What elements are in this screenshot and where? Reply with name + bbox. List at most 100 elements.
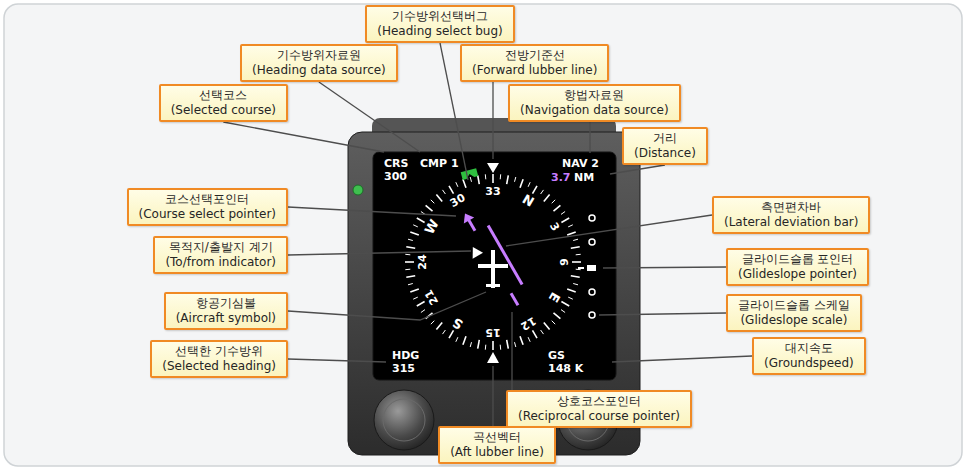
compass-tick bbox=[417, 302, 425, 307]
callout-box: 거리(Distance) bbox=[622, 127, 708, 165]
callout-box: 기수방위자료원(Heading data source) bbox=[240, 44, 398, 82]
compass-tick bbox=[413, 225, 418, 227]
callout-title: 글라이드슬롭 포인터 bbox=[738, 252, 857, 267]
display-readout: NM bbox=[574, 171, 594, 184]
compass-tick bbox=[576, 254, 581, 256]
compass-ticks bbox=[405, 174, 581, 350]
compass-tick bbox=[500, 174, 502, 179]
compass-tick bbox=[431, 200, 435, 204]
leader-line bbox=[603, 267, 726, 268]
compass-tick bbox=[568, 297, 573, 299]
compass-tick bbox=[507, 175, 509, 184]
compass-tick bbox=[541, 330, 544, 334]
display-readout: 148 K bbox=[548, 362, 583, 375]
compass-tick bbox=[520, 336, 523, 345]
compass-tick bbox=[406, 276, 415, 278]
left-knob-ring bbox=[383, 399, 425, 441]
callout-subtitle: (Lateral deviation bar) bbox=[724, 215, 858, 230]
compass-tick bbox=[408, 284, 413, 285]
leader-line bbox=[319, 82, 420, 152]
glideslope-pointer bbox=[578, 265, 596, 271]
compass-tick bbox=[554, 205, 561, 211]
compass-tick bbox=[406, 247, 415, 249]
callout-title: 기수방위자료원 bbox=[252, 48, 386, 63]
compass-tick bbox=[405, 261, 414, 263]
callout-subtitle: (Navigation data source) bbox=[520, 103, 669, 118]
aircraft-symbol bbox=[478, 250, 508, 288]
compass-tick bbox=[561, 218, 569, 223]
leader-line bbox=[288, 207, 456, 216]
callout-subtitle: (Glideslope pointer) bbox=[738, 267, 857, 282]
callout-box: 선택한 기수방위(Selected heading) bbox=[150, 340, 288, 378]
callout-subtitle: (Reciprocal course pointer) bbox=[518, 409, 680, 424]
compass-tick bbox=[470, 342, 471, 347]
callout-subtitle: (Distance) bbox=[634, 146, 696, 161]
compass-tick bbox=[413, 297, 418, 299]
compass-tick bbox=[573, 284, 578, 285]
compass-tick bbox=[515, 342, 516, 347]
display-readout: 3.7 bbox=[551, 171, 571, 184]
compass-tick bbox=[533, 186, 538, 194]
leader-line bbox=[288, 251, 471, 255]
background-panel bbox=[4, 4, 962, 466]
callout-subtitle: (Groundspeed) bbox=[764, 356, 854, 371]
leader-line bbox=[610, 165, 665, 174]
compass-tick bbox=[456, 182, 458, 187]
display-readout: HDG bbox=[392, 349, 419, 362]
leader-line bbox=[589, 122, 590, 153]
callout-box: 선택코스(Selected course) bbox=[159, 84, 288, 122]
leader-line bbox=[599, 313, 726, 315]
compass-tick bbox=[463, 179, 466, 188]
compass-tick bbox=[456, 337, 458, 342]
compass-tick bbox=[561, 212, 565, 215]
compass-tick bbox=[426, 205, 433, 211]
callout-box: 글라이드슬롭 포인터(Glideslope pointer) bbox=[726, 248, 869, 286]
compass-card-label: 33 bbox=[485, 186, 500, 198]
callout-title: 기수방위선택버그 bbox=[377, 9, 502, 24]
compass-tick bbox=[492, 174, 494, 183]
callout-subtitle: (Glideslope scale) bbox=[738, 313, 850, 328]
compass-tick bbox=[478, 175, 480, 184]
callout-box: 항법자료원(Navigation data source) bbox=[508, 84, 681, 122]
compass-tick bbox=[571, 276, 580, 278]
compass-tick bbox=[436, 323, 442, 330]
leader-line bbox=[492, 82, 493, 159]
callout-box: 글라이드슬롭 스케일(Glideslope scale) bbox=[726, 294, 862, 332]
callout-subtitle: (Aft lubber line) bbox=[450, 445, 544, 460]
callout-title: 거리 bbox=[634, 131, 696, 146]
callout-box: 기수방위선택버그(Heading select bug) bbox=[365, 5, 514, 43]
compass-tick bbox=[436, 195, 442, 202]
compass-card-label: 15 bbox=[485, 326, 500, 338]
display-readout: CMP 1 bbox=[420, 157, 459, 170]
callout-title: 코스선택포인터 bbox=[139, 192, 276, 207]
compass-tick bbox=[470, 177, 471, 182]
leader-line bbox=[223, 122, 384, 152]
status-led bbox=[353, 185, 363, 195]
compass-tick bbox=[405, 254, 410, 256]
callout-box: 코스선택포인터(Course select pointer) bbox=[127, 188, 288, 226]
display-readout: 315 bbox=[392, 362, 415, 375]
compass-tick bbox=[561, 310, 565, 313]
callout-title: 글라이드슬롭 스케일 bbox=[738, 298, 850, 313]
compass-tick bbox=[541, 190, 544, 194]
callout-subtitle: (Aircraft symbol) bbox=[176, 311, 276, 326]
callout-box: 전방기준선(Forward lubber line) bbox=[460, 44, 609, 82]
callout-title: 선택한 기수방위 bbox=[162, 344, 276, 359]
compass-tick bbox=[554, 313, 561, 319]
compass-tick bbox=[533, 330, 538, 338]
compass-tick bbox=[478, 340, 480, 349]
forward-lubber-line bbox=[487, 163, 499, 173]
compass-card-label: 24 bbox=[417, 254, 429, 269]
compass-tick bbox=[572, 261, 581, 263]
compass-tick bbox=[567, 232, 576, 235]
compass-tick bbox=[573, 239, 578, 240]
callout-subtitle: (Heading select bug) bbox=[377, 24, 502, 39]
callout-subtitle: (Course select pointer) bbox=[139, 207, 276, 222]
compass-card-label: 6 bbox=[557, 258, 569, 266]
compass-tick bbox=[500, 345, 502, 350]
leader-line bbox=[492, 366, 493, 426]
compass-tick bbox=[405, 269, 410, 271]
leader-line bbox=[612, 356, 752, 362]
callout-title: 전방기준선 bbox=[472, 48, 597, 63]
callout-subtitle: (Heading data source) bbox=[252, 63, 386, 78]
